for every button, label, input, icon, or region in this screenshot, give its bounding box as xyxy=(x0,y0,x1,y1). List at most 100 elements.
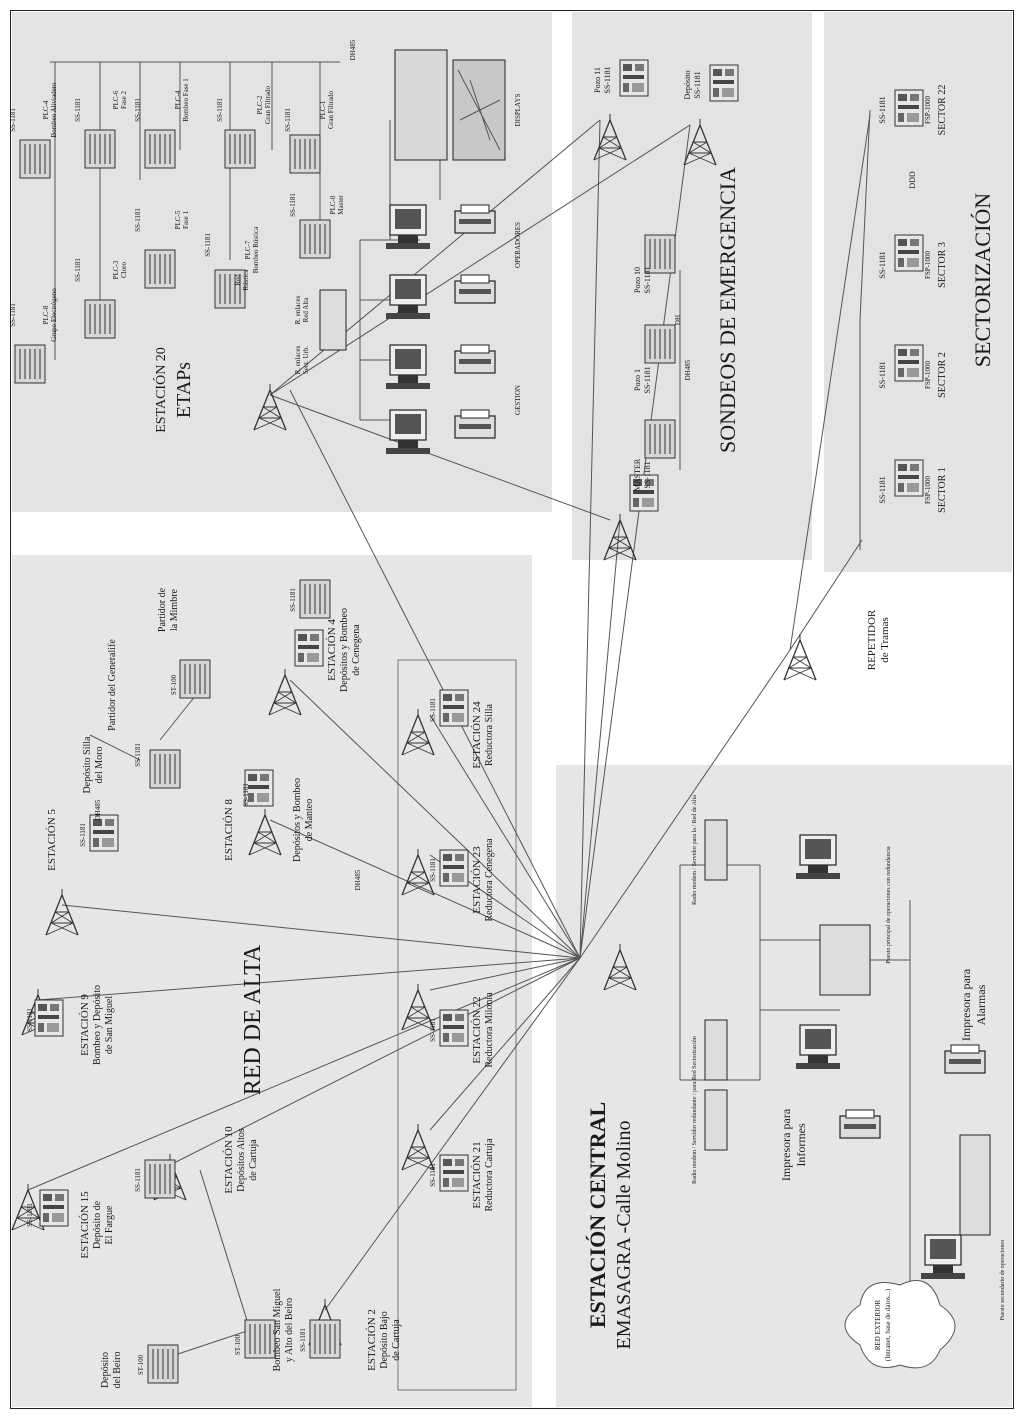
label-red_alta-10-lines-2: de Cartuja xyxy=(391,1319,402,1361)
label-red_alta-14-lines-1: Reductora Silla xyxy=(484,703,495,765)
label-central-puesto_secundario: Puesto secundario de operaciones xyxy=(1000,1239,1006,1320)
label-red_alta-1-lines-0: ESTACIÓN 9 xyxy=(79,994,91,1056)
label-etap_plcs-7-desc: Gran Filtrado xyxy=(264,86,272,124)
label-red_alta-2-lines-1: Depósito Silla xyxy=(82,736,93,794)
label-etap_plcs-8-id: SS-1181 xyxy=(284,108,292,132)
label-red_alta-9-id: ST-100 xyxy=(234,1334,242,1355)
label-central-printer_informes-1: Informes xyxy=(794,1123,808,1167)
label-etap_plcs-5-label: PLC-4 xyxy=(174,90,182,109)
label-etap_plcs-8-label: PLC-1 xyxy=(319,100,327,119)
region-red-alta xyxy=(12,555,532,1407)
label-red_alta-7-lines-2: de Cartuja xyxy=(248,1139,259,1181)
sectorizacion-title: SECTORIZACIÓN xyxy=(970,193,995,367)
etaps-subtitle: ETAPs xyxy=(173,362,195,418)
label-etap_extra-3: Red Alta xyxy=(302,297,310,323)
label-red_alta-12-lines-1: Reductora Milonia xyxy=(484,992,495,1068)
label-etap_plcs-4-label: PLC-5 xyxy=(174,210,182,229)
label-central-printer_informes-0: Impresora para xyxy=(779,1108,793,1181)
label-sectores-2-label: SECTOR 3 xyxy=(937,242,948,288)
label-red_alta-5-lines-2: de Manteo xyxy=(304,799,315,842)
label-central-radio_left: Radio modem / Servidor redundante / para… xyxy=(692,1036,698,1184)
label-red_alta-5-id: SS-1181 xyxy=(242,783,250,807)
label-etap_plcs-1-desc: Bombeo Aliviadero xyxy=(50,82,58,138)
label-red_alta-7-lines-1: Depósitos Altos xyxy=(236,1128,247,1192)
label-central-puesto_principal: Puesto principal de operaciones con redu… xyxy=(886,846,892,963)
label-etap_plcs-3-desc: Fase 2 xyxy=(120,90,128,109)
label-sondeos-3-id: SS-1181 xyxy=(603,66,612,93)
label-etap_plcs-0-id: SS-1181 xyxy=(9,303,17,327)
label-sondeos-0-label: MASTER xyxy=(633,458,642,491)
label-etap_plcs-1-label: PLC-4 xyxy=(42,100,50,119)
label-sondeos-2-id: SS-1181 xyxy=(643,266,652,293)
radio-modem-right-icon xyxy=(704,819,728,881)
label-red_alta-0-id: SS-1181 xyxy=(26,1203,34,1227)
repetidor-line2: de Tramas xyxy=(879,617,891,663)
label-red_alta_buses-0: DH485 xyxy=(94,799,102,820)
label-red_alta-4-lines-0: Partidor de xyxy=(157,587,168,632)
label-red_alta-13-lines-1: Reductora Cenegena xyxy=(484,838,495,922)
label-red_alta-0-lines-1: Depósito de xyxy=(92,1200,103,1249)
label-sondeos-0-id: SS-1181 xyxy=(643,461,652,488)
label-red_alta-1-lines-1: Bombeo y Depósito xyxy=(92,985,103,1065)
label-red_alta-13-id: SS-1181 xyxy=(429,858,437,882)
label-red_alta-1-id: SS-1181 xyxy=(26,1008,34,1032)
label-etap_plcs-6-id: SS-1181 xyxy=(204,233,212,257)
label-red_alta-11-lines-0: ESTACIÓN 21 xyxy=(471,1141,483,1208)
label-etap_plcs-5-desc: Bombeo Fase 1 xyxy=(182,78,190,122)
label-sectores-1-id: SS-1181 xyxy=(878,361,887,388)
label-red_alta-3-lines-0: Partidor del Generalife xyxy=(107,639,118,731)
label-central-printer_alarmas-0: Impresora para xyxy=(959,968,973,1041)
radio-modem-left-icon xyxy=(704,1019,728,1081)
label-red_alta-12-lines-0: ESTACIÓN 22 xyxy=(471,996,483,1063)
label-etap_plcs-0-label: PLC-8 xyxy=(42,305,50,324)
label-etap_extra-1: Rústica xyxy=(242,269,250,291)
label-sondeos-4-label: Depósito xyxy=(683,71,692,100)
label-sector_dots: DDD xyxy=(908,171,917,189)
label-etap_extra-5: Sect. Urb. xyxy=(302,346,310,374)
label-red_alta_buses-1: DH485 xyxy=(354,869,362,890)
label-etap_plcs-2-id: SS-1181 xyxy=(74,258,82,282)
label-etap_plcs-8-desc: Gran Filtrado xyxy=(327,91,335,129)
label-etap_plcs-9-label: PLC-0 xyxy=(329,195,337,214)
label-etap_extra-0: Red xyxy=(234,274,242,286)
repetidor-line1: REPETIDOR xyxy=(866,609,878,670)
label-sondeos-1-id: SS-1181 xyxy=(643,366,652,393)
label-red_alta-10-id: SS-1181 xyxy=(299,1328,307,1352)
label-sondeos-2-label: Pozo 10 xyxy=(633,267,642,293)
sondeos-title: SONDEOS DE EMERGENCIA xyxy=(715,167,740,453)
label-red_alta-1-lines-2: de San Miguel xyxy=(104,996,115,1055)
label-central-red_ext-0: RED EXTERIOR xyxy=(874,1299,882,1350)
label-red_alta-5-lines-0: ESTACIÓN 8 xyxy=(223,799,235,861)
label-red_alta-9-lines-0: Bombeo San Miguel xyxy=(272,1288,283,1371)
label-etap_plcs-7-label: PLC-2 xyxy=(256,95,264,114)
label-red_alta-12-id: SS-1181 xyxy=(429,1018,437,1042)
diagram-frame xyxy=(10,10,1014,1409)
label-sondeos-4-id: SS-1181 xyxy=(693,71,702,98)
label-red_alta-8-lines-1: del Beiro xyxy=(112,1352,123,1389)
label-sectores-0-unit: FSP-1000 xyxy=(924,475,932,504)
central-equipment xyxy=(704,819,991,1369)
label-red_alta-6-lines-0: ESTACIÓN 4 xyxy=(326,619,338,681)
label-etap_plcs-2-label: PLC-3 xyxy=(112,260,120,279)
label-sectores-2-id: SS-1181 xyxy=(878,251,887,278)
label-red_alta-8-id: ST-100 xyxy=(137,1354,145,1375)
label-sectores-1-label: SECTOR 2 xyxy=(937,352,948,398)
label-red_alta-10-lines-0: ESTACIÓN 2 xyxy=(366,1309,378,1371)
label-etap_plcs-3-id: SS-1181 xyxy=(74,98,82,122)
label-etap_workstations-operadores: OPERADORES xyxy=(514,222,522,268)
label-etap_workstations-displays: DISPLAYS xyxy=(514,93,522,126)
label-central-printer_alarmas-1: Alarmas xyxy=(974,984,988,1025)
label-red_alta-6-id: SS-1181 xyxy=(289,588,297,612)
label-sectores-0-id: SS-1181 xyxy=(878,476,887,503)
region-sondeos xyxy=(572,12,812,560)
label-red_alta-3-id: SS-1181 xyxy=(134,743,142,767)
label-central-red_ext-1: (Intranet, base de datos...) xyxy=(884,1288,892,1361)
label-etap_extra-2: R. enlaces xyxy=(294,295,302,324)
label-red_alta-11-id: SS-1181 xyxy=(429,1163,437,1187)
label-red_alta-6-lines-1: Depósitos y Bombeo xyxy=(339,608,350,692)
central-title: ESTACIÓN CENTRAL xyxy=(585,1102,610,1328)
label-red_alta-14-lines-0: ESTACIÓN 24 xyxy=(471,701,483,769)
label-etap_plcs-9-desc: Master xyxy=(337,195,345,215)
label-etap_bus: DH485 xyxy=(349,39,357,60)
